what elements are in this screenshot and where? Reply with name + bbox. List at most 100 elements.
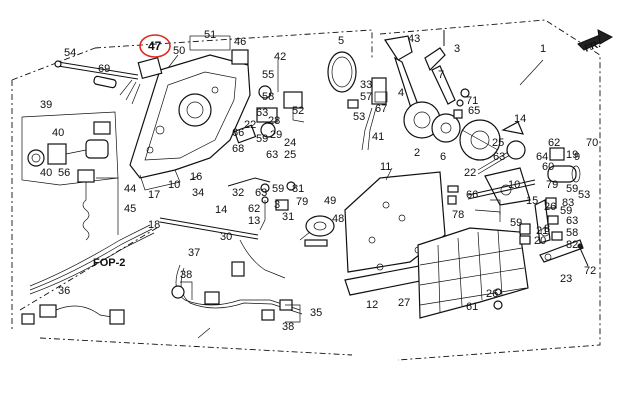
label-38a: 38	[180, 269, 192, 281]
label-81: 81	[292, 183, 304, 195]
label-fr: FR.	[583, 39, 602, 55]
label-31: 31	[282, 211, 294, 223]
switch-bracket-part	[347, 77, 388, 151]
label-82: 82	[566, 239, 578, 251]
label-12: 12	[366, 299, 378, 311]
label-22r: 22	[464, 167, 476, 179]
label-16: 16	[190, 171, 202, 183]
leader-lines	[167, 54, 544, 339]
label-52: 52	[292, 105, 304, 117]
label-50: 50	[173, 45, 185, 57]
label-7: 7	[438, 69, 444, 81]
label-59s: 59	[566, 183, 578, 195]
friction-disk-part	[304, 215, 335, 247]
label-83: 83	[562, 197, 574, 209]
label-40a: 40	[52, 127, 64, 139]
label-26b: 26	[486, 288, 498, 300]
label-14: 14	[215, 204, 227, 216]
outline-bottom-left	[39, 337, 353, 356]
cover-plate-part	[189, 35, 249, 65]
label-79r: 79	[546, 179, 558, 191]
lever-link-part	[534, 199, 551, 244]
label-63b: 63	[266, 149, 278, 161]
label-27: 27	[398, 297, 410, 309]
label-20: 20	[534, 235, 546, 247]
label-63c: 63	[256, 107, 268, 119]
label-24: 24	[284, 137, 296, 149]
cable-30	[159, 217, 259, 240]
label-37: 37	[188, 247, 200, 259]
label-10: 10	[168, 179, 180, 191]
label-48: 48	[332, 213, 344, 225]
label-30: 30	[220, 231, 232, 243]
grille-cover-part	[417, 227, 529, 319]
shaft-part	[467, 179, 536, 200]
label-25r: 25	[492, 137, 504, 149]
highlight-marker	[139, 34, 171, 58]
label-3r: 3	[454, 43, 460, 55]
neutral-switch-part	[258, 60, 305, 123]
lever-arm-part	[424, 47, 456, 105]
label-23: 23	[560, 273, 572, 285]
label-58r: 58	[566, 227, 578, 239]
label-59r: 59	[560, 205, 572, 217]
label-43: 43	[408, 33, 420, 45]
lanyard-part	[77, 169, 119, 241]
label-36: 36	[58, 285, 70, 297]
label-11: 11	[380, 161, 391, 173]
label-4: 4	[398, 87, 404, 99]
label-79: 79	[296, 196, 308, 208]
label-78: 78	[452, 209, 464, 221]
label-25: 25	[284, 149, 296, 161]
wire-harness-center	[171, 239, 303, 323]
label-66r: 66	[466, 189, 478, 201]
trim-switch-part	[119, 56, 163, 105]
label-69: 69	[98, 63, 110, 75]
shift-lever-parts	[227, 107, 296, 231]
small-fasteners-right	[447, 195, 503, 310]
label-5: 5	[338, 35, 344, 47]
label-fop: FOP-2	[93, 257, 125, 269]
detent-plate-part	[459, 119, 501, 161]
label-2: 2	[414, 147, 420, 159]
label-63s: 63	[566, 215, 578, 227]
label-21: 21	[536, 225, 548, 237]
label-3: 3	[274, 199, 280, 211]
label-61: 61	[466, 301, 478, 313]
label-22: 22	[244, 119, 256, 131]
cup-part	[549, 147, 565, 161]
label-70: 70	[586, 137, 598, 149]
label-60: 60	[542, 161, 554, 173]
label-26: 26	[544, 201, 556, 213]
label-65: 65	[468, 105, 480, 117]
screw-part	[577, 243, 589, 267]
label-35: 35	[310, 307, 322, 319]
label-47: 47	[148, 39, 162, 53]
label-29: 29	[270, 129, 282, 141]
pin-parts	[447, 185, 563, 245]
label-10r: 10	[508, 179, 520, 191]
label-57: 57	[360, 91, 372, 103]
label-28: 28	[268, 115, 280, 127]
outline-right	[379, 19, 601, 361]
label-6: 6	[440, 151, 446, 163]
label-46: 46	[234, 36, 246, 48]
label-54: 54	[64, 47, 76, 59]
rod-part	[54, 60, 139, 80]
wire-harness-left	[19, 224, 161, 325]
label-71: 71	[466, 95, 478, 107]
label-42: 42	[274, 51, 286, 63]
label-9: 9	[574, 151, 580, 163]
label-32: 32	[232, 187, 244, 199]
label-72: 72	[584, 265, 596, 277]
label-49: 49	[324, 195, 336, 207]
key-switch-group	[21, 111, 119, 186]
label-19: 19	[566, 149, 578, 161]
label-59b: 59	[256, 133, 268, 145]
part-labels: 47 50 51 46 54 69 39 40 40 56 44 45 17 1…	[40, 29, 602, 333]
label-44: 44	[124, 183, 136, 195]
label-14r: 14	[514, 113, 526, 125]
label-33: 33	[360, 79, 372, 91]
label-66: 66	[232, 127, 244, 139]
label-63a: 63	[255, 187, 267, 199]
